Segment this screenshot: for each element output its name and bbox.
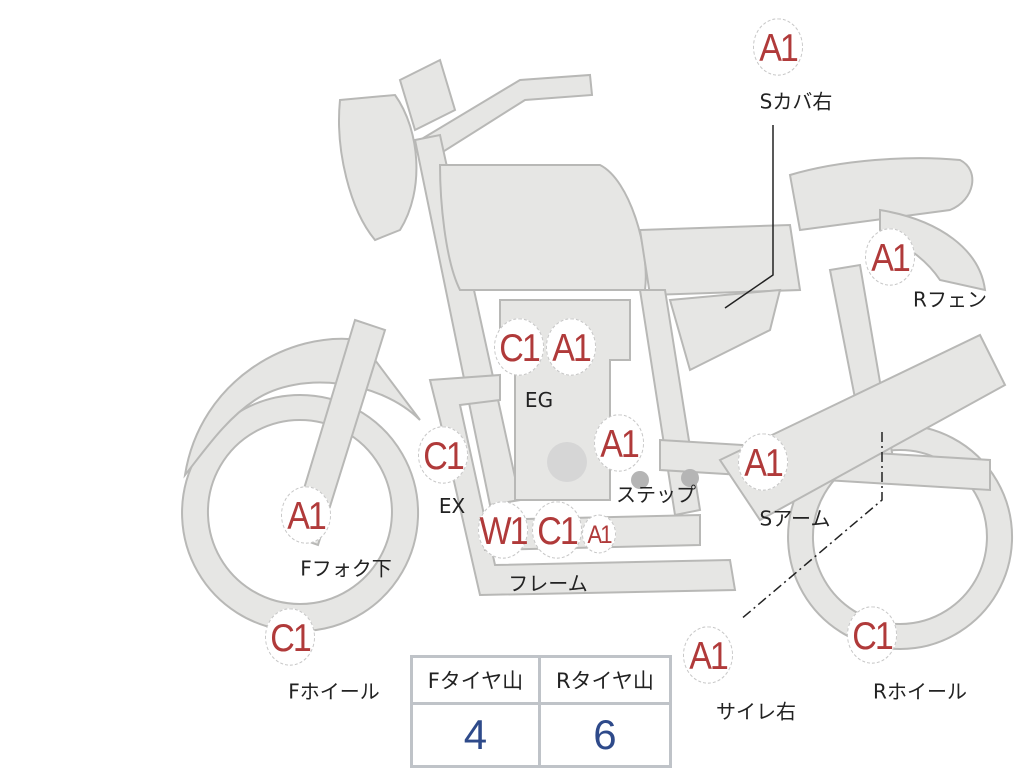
grade-badge: C1: [418, 426, 468, 484]
part-label: EG: [524, 388, 554, 412]
part-label: EX: [438, 494, 466, 518]
side-cover-frame: [638, 223, 802, 297]
grade-badge: A1: [683, 626, 733, 684]
part-label: Rホイール: [873, 679, 967, 704]
part-label: Sカバ右: [759, 89, 833, 114]
grade-badge: C1: [847, 606, 897, 664]
grade-badge: A1: [594, 414, 644, 472]
grade-badge: A1: [865, 228, 915, 286]
part-label: サイレ右: [716, 699, 796, 724]
exhaust-pipe: [428, 373, 737, 597]
mirror: [398, 58, 457, 132]
part-label: フレーム: [508, 571, 588, 596]
leader-line-side-cover: [724, 125, 774, 309]
muffler: [718, 333, 1007, 522]
grade-badge: A1: [738, 433, 788, 491]
seat: [788, 157, 974, 232]
part-label: ステップ: [616, 482, 696, 507]
rear-tire-value: 6: [537, 702, 673, 768]
grade-badge: C1: [532, 501, 582, 559]
grade-badge: A1: [753, 18, 803, 76]
grade-badge: C1: [494, 318, 544, 376]
grade-badge: C1: [265, 608, 315, 666]
leader-line-muffler: [739, 432, 883, 621]
front-tire-header: Fタイヤ山: [410, 655, 541, 705]
part-label: Fホイール: [288, 679, 380, 704]
part-label: Rフェン: [913, 287, 987, 312]
fuel-tank: [438, 164, 647, 291]
headlight: [338, 93, 418, 242]
part-label: Sアーム: [759, 506, 831, 531]
front-tire-value: 4: [410, 702, 541, 768]
rear-tire-header: Rタイヤ山: [537, 655, 673, 705]
grade-badge: A1: [582, 514, 616, 554]
grade-badge: A1: [546, 318, 596, 376]
tire-tread-table: Fタイヤ山 Rタイヤ山 4 6: [410, 655, 673, 768]
grade-badge: A1: [281, 486, 331, 544]
grade-badge: W1: [478, 501, 529, 559]
side-cover: [668, 288, 782, 372]
part-label: Fフォク下: [300, 556, 392, 581]
